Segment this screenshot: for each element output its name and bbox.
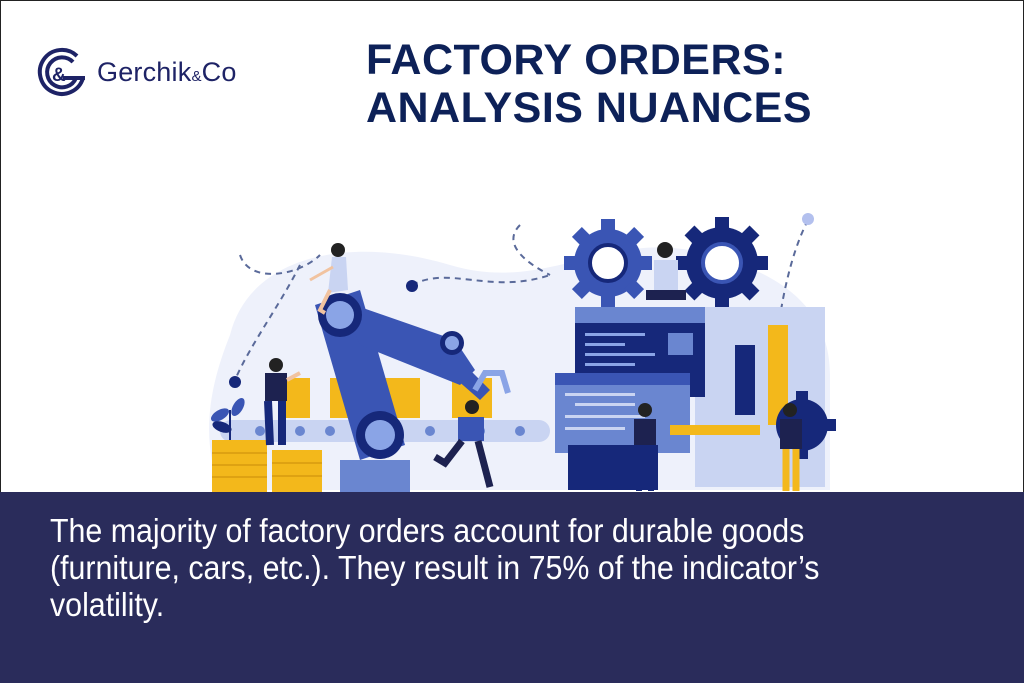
title-line-1: FACTORY ORDERS: [366, 36, 787, 84]
brand-logo: & Gerchik&Co [33, 44, 237, 100]
factory-illustration [209, 213, 836, 492]
footer-band: The majority of factory orders account f… [0, 492, 1024, 683]
page-title: FACTORY ORDERS: ANALYSIS NUANCES [366, 36, 812, 132]
svg-text:&: & [52, 65, 66, 86]
brand-name-main: Gerchik [97, 56, 192, 87]
brand-suffix: Co [201, 56, 237, 87]
gerchik-co-monogram-icon: & [37, 48, 85, 96]
footer-text: The majority of factory orders account f… [50, 512, 820, 623]
brand-amp: & [191, 67, 202, 85]
brand-name: Gerchik&Co [97, 57, 237, 88]
title-line-2: ANALYSIS NUANCES [366, 84, 813, 132]
